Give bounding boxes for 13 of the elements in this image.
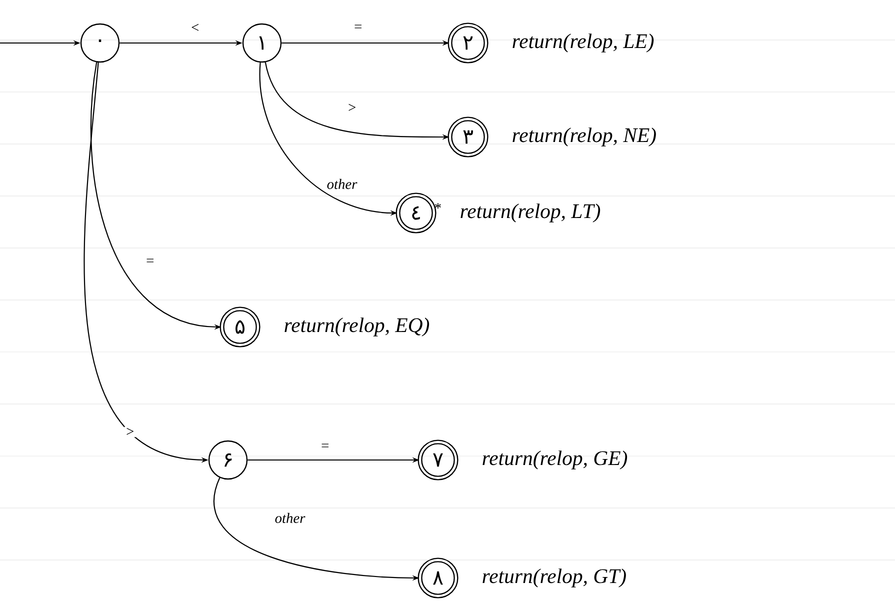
edge-label: = bbox=[144, 258, 156, 266]
edge-label: > bbox=[124, 426, 136, 438]
action-text: return(relop, GT) bbox=[482, 568, 626, 588]
edge-label: > bbox=[346, 102, 358, 114]
accept-mark: * bbox=[435, 203, 441, 208]
action-text: return(relop, LT) bbox=[460, 204, 600, 222]
edge-label: = bbox=[352, 24, 364, 32]
action-text: return(relop, NE) bbox=[512, 128, 656, 146]
action-text: return(relop, EQ) bbox=[284, 318, 430, 336]
edge-label: = bbox=[319, 442, 331, 452]
action-text: return(relop, GE) bbox=[482, 450, 628, 470]
edge-label: < bbox=[189, 22, 201, 34]
action-text: return(relop, LE) bbox=[512, 34, 654, 52]
